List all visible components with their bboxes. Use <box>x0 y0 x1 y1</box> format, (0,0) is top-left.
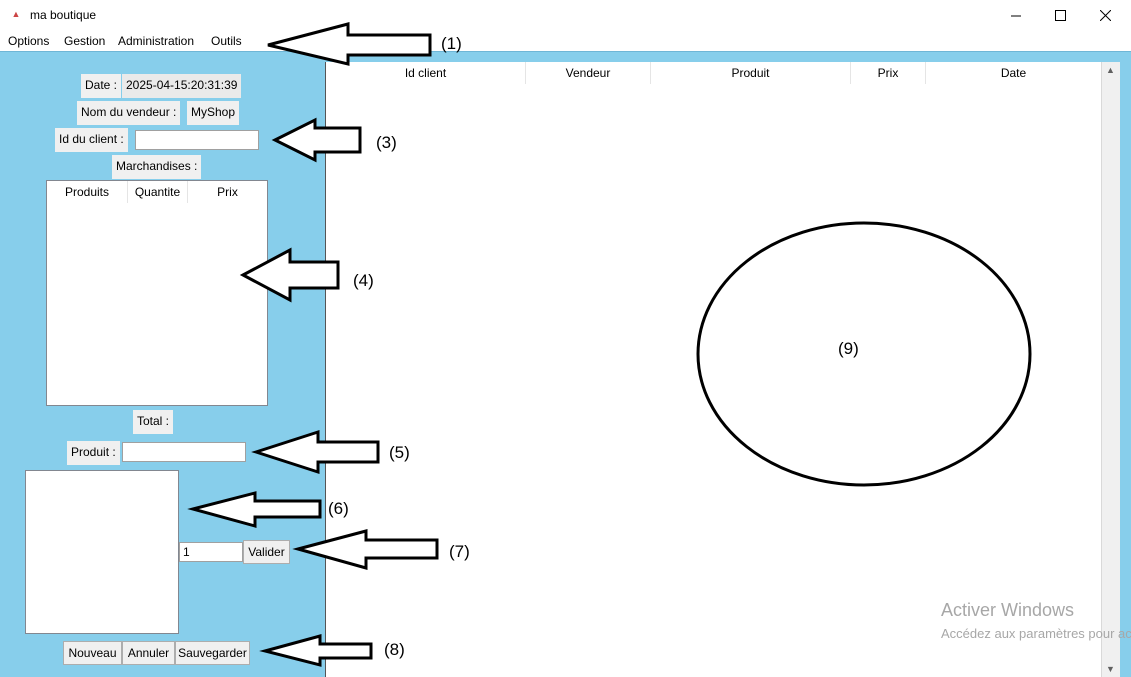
new-button[interactable]: Nouveau <box>63 641 122 665</box>
sales-col-divider <box>525 62 526 84</box>
callout-7: (7) <box>449 542 470 561</box>
menu-options[interactable]: Options <box>8 34 50 48</box>
product-label: Produit : <box>67 441 120 465</box>
cart-col-quantity[interactable]: Quantite <box>134 185 181 199</box>
minimize-button[interactable] <box>993 0 1039 31</box>
callout-8: (8) <box>384 640 405 659</box>
sales-col-date[interactable]: Date <box>1000 66 1027 80</box>
callout-4: (4) <box>353 271 374 290</box>
client-id-input[interactable] <box>135 130 259 150</box>
callout-9: (9) <box>838 339 859 358</box>
quantity-input[interactable]: 1 <box>179 542 243 562</box>
menu-bar: Options Gestion Administration Outils <box>0 31 1131 51</box>
cart-col-divider <box>187 181 188 203</box>
cart-table[interactable]: Produits Quantite Prix <box>46 180 268 406</box>
date-label: Date : <box>81 74 122 98</box>
vertical-scrollbar[interactable]: ▲ ▼ <box>1101 62 1120 677</box>
sales-col-price[interactable]: Prix <box>877 66 899 80</box>
window-title: ma boutique <box>30 8 97 22</box>
menu-administration[interactable]: Administration <box>118 34 195 48</box>
maximize-icon <box>1054 10 1066 21</box>
sales-col-divider <box>925 62 926 84</box>
activation-watermark-title: Activer Windows <box>941 600 1075 620</box>
validate-button[interactable]: Valider <box>243 540 290 564</box>
vendeur-value: MyShop <box>187 101 240 125</box>
close-button[interactable] <box>1082 0 1128 31</box>
sales-table[interactable]: Id client Vendeur Produit Prix Date <box>325 62 1101 677</box>
sale-form-panel: Date : 2025-04-15:20:31:39 Nom du vendeu… <box>0 51 325 677</box>
callout-5: (5) <box>389 443 410 462</box>
total-label: Total : <box>133 410 174 434</box>
sales-col-product[interactable]: Produit <box>731 66 770 80</box>
cart-col-price[interactable]: Prix <box>217 185 238 199</box>
sales-col-client-id[interactable]: Id client <box>404 66 447 80</box>
sales-col-vendor[interactable]: Vendeur <box>565 66 611 80</box>
app-icon: ▲ <box>11 9 21 19</box>
callout-6: (6) <box>328 499 349 518</box>
sales-col-divider <box>850 62 851 84</box>
sales-panel: Id client Vendeur Produit Prix Date ▲ ▼ <box>325 51 1131 677</box>
cart-col-divider <box>127 181 128 203</box>
scroll-down-icon[interactable]: ▼ <box>1106 664 1115 674</box>
minimize-icon <box>1011 15 1021 16</box>
cancel-button[interactable]: Annuler <box>122 641 175 665</box>
cart-col-products[interactable]: Produits <box>64 185 110 199</box>
sales-col-divider <box>650 62 651 84</box>
maximize-button[interactable] <box>1037 0 1083 31</box>
merchandise-label: Marchandises : <box>112 155 202 179</box>
scroll-up-icon[interactable]: ▲ <box>1106 65 1115 75</box>
save-button[interactable]: Sauvegarder <box>175 641 250 665</box>
client-id-label: Id du client : <box>55 128 128 152</box>
menu-gestion[interactable]: Gestion <box>64 34 106 48</box>
callout-3: (3) <box>376 133 397 152</box>
activation-watermark-text: Accédez aux paramètres pour activer Wind… <box>941 626 1131 641</box>
menu-outils[interactable]: Outils <box>211 34 242 48</box>
close-icon <box>1099 10 1111 21</box>
product-search-input[interactable] <box>122 442 246 462</box>
product-list[interactable] <box>25 470 179 634</box>
date-value: 2025-04-15:20:31:39 <box>122 74 242 98</box>
callout-1: (1) <box>441 34 462 53</box>
vendeur-label: Nom du vendeur : <box>77 101 181 125</box>
title-bar: ▲ ma boutique <box>0 0 1131 31</box>
